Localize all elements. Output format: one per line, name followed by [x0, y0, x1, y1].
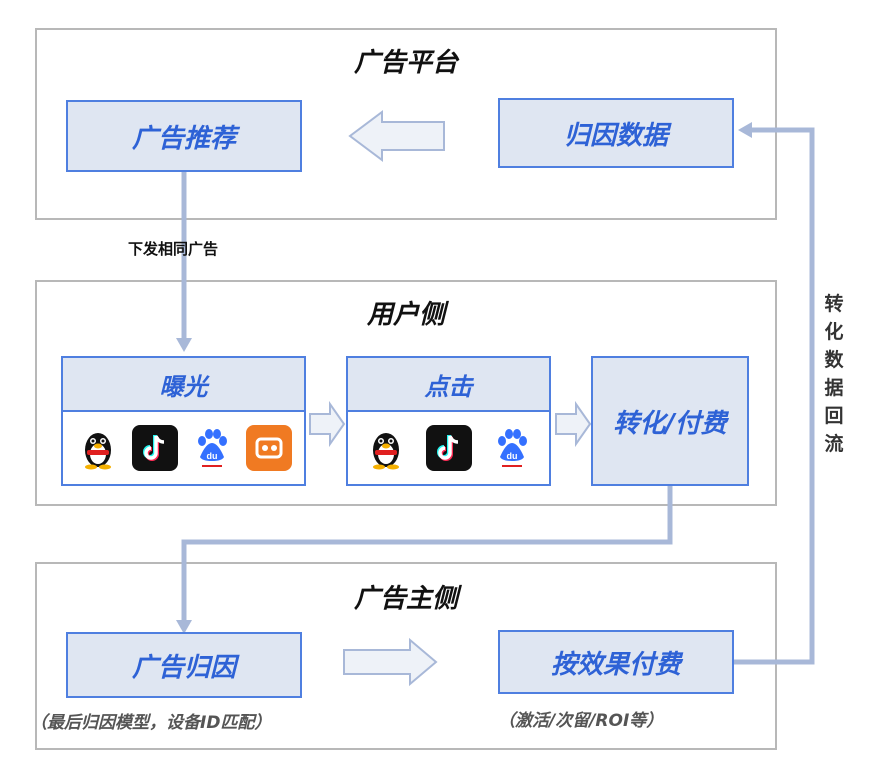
hollow-arrow-right-3	[343, 637, 438, 687]
exposure-app-icons: du	[63, 412, 304, 484]
pay-note: （激活/次留/ROI等）	[498, 711, 664, 731]
hollow-arrow-right-2	[555, 400, 592, 448]
feedback-connector	[734, 127, 815, 665]
mini-program-icon	[246, 425, 293, 471]
svg-text:du: du	[506, 451, 517, 461]
advertiser-title: 广告主侧	[353, 584, 458, 614]
ad-attribution-node: 广告归因	[66, 632, 302, 698]
tiktok-icon	[425, 425, 472, 471]
svg-text:du: du	[207, 451, 218, 461]
attribution-note: （最后归因模型，设备ID匹配）	[30, 713, 272, 733]
baidu-icon: du	[189, 425, 236, 471]
exposure-header: 曝光	[63, 358, 304, 412]
feedback-arrowhead	[738, 122, 752, 138]
qq-penguin-icon	[75, 425, 121, 471]
pay-by-performance-node: 按效果付费	[498, 630, 734, 694]
baidu-icon: du	[488, 425, 535, 471]
user-side-title: 用户侧	[366, 300, 445, 330]
click-app-icons: du	[348, 412, 549, 484]
conversion-connector	[181, 486, 673, 622]
ad-recommend-node: 广告推荐	[66, 100, 302, 172]
dispatch-label: 下发相同广告	[128, 240, 219, 258]
qq-penguin-icon	[363, 425, 409, 471]
click-header: 点击	[348, 358, 549, 412]
dispatch-arrowhead	[176, 338, 192, 352]
ad-platform-title: 广告平台	[353, 48, 458, 78]
feedback-label: 转化数据回流	[824, 293, 844, 455]
hollow-arrow-right-1	[309, 400, 346, 448]
conversion-arrowhead	[176, 620, 192, 634]
click-card: 点击	[346, 356, 551, 486]
hollow-arrow-left	[348, 110, 445, 162]
attribution-data-node: 归因数据	[498, 98, 734, 168]
conversion-node: 转化/付费	[591, 356, 749, 486]
exposure-card: 曝光	[61, 356, 306, 486]
tiktok-icon	[131, 425, 178, 471]
